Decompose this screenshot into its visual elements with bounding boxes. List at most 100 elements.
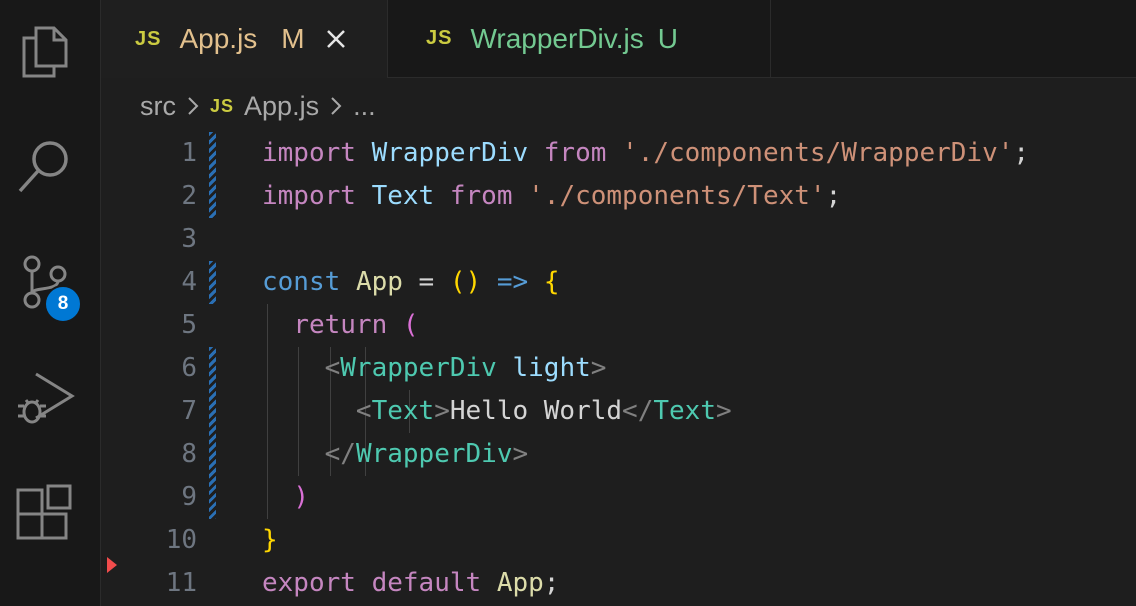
code-token: </ [324,439,356,469]
code-editor[interactable]: 1 import WrapperDiv from './components/Wr… [101,132,1136,606]
code-token: < [355,396,372,426]
code-line[interactable]: 7 <Text>Hello World</Text> [101,390,1136,433]
tab-wrapperdiv-js[interactable]: JS WrapperDiv.js U [388,0,771,77]
code-token [528,267,544,297]
gutter-modified-marker [209,347,216,519]
code-text: return ( [262,304,419,347]
js-file-icon: JS [210,95,235,116]
tab-bar: JS App.js M JS WrapperDiv.js U [101,0,1136,78]
search-icon[interactable] [14,135,76,197]
breadcrumb-more[interactable]: ... [353,90,376,121]
modified-indicator: M [281,23,305,54]
code-text: ) [262,476,309,519]
code-line[interactable]: 8 </WrapperDiv> [101,433,1136,476]
line-number: 11 [165,568,197,598]
breadcrumb-folder[interactable]: src [140,90,176,121]
indent-guide [267,304,268,519]
explorer-icon[interactable] [14,20,76,82]
line-number: 5 [181,310,197,340]
tab-app-js[interactable]: JS App.js M [101,0,388,78]
code-token: ) [293,482,309,512]
chevron-right-icon [188,97,199,115]
code-token: from [543,138,607,168]
code-token: export [262,568,356,598]
code-text: import Text from './components/Text'; [262,175,841,218]
code-token: { [543,267,560,297]
code-token: > [512,439,529,469]
close-icon[interactable] [325,28,347,50]
code-token [387,310,403,340]
line-number: 9 [181,482,197,512]
extensions-icon[interactable] [14,482,76,544]
code-text: <Text>Hello World</Text> [262,390,732,433]
code-token: Hello World [449,396,623,426]
code-line[interactable]: 9 ) [101,476,1136,519]
code-token: './components/WrapperDiv' [622,138,1014,168]
code-text: </WrapperDiv> [262,433,529,476]
tab-label: WrapperDiv.js [470,22,644,54]
code-token [262,353,325,383]
line-number: 1 [181,138,197,168]
code-token: > [434,396,450,426]
breadcrumb: src JS App.js ... [140,85,376,127]
code-token: () [449,267,482,297]
code-token [262,310,293,340]
code-token: './components/Text' [528,181,826,211]
indent-guide [298,347,299,476]
tab-label: App.js [179,23,258,54]
code-line[interactable]: 10} [101,519,1136,562]
code-text: <WrapperDiv light> [262,347,607,390]
code-token: </ [622,396,654,426]
code-token: } [262,525,278,555]
breadcrumb-file[interactable]: App.js [244,90,320,121]
code-token: light [512,353,591,383]
code-token: WrapperDiv [371,138,529,168]
line-number: 3 [181,224,197,254]
code-token [497,353,513,383]
code-token: > [590,353,607,383]
line-number: 6 [181,353,197,383]
code-token: WrapperDiv [355,439,513,469]
js-file-icon: JS [426,27,453,49]
code-token: App [355,267,403,297]
source-control-icon[interactable] [14,250,76,312]
code-token: => [496,267,529,297]
code-line[interactable]: 6 <WrapperDiv light> [101,347,1136,390]
chevron-right-icon [331,97,342,115]
code-token: import [262,181,356,211]
code-token: Text [371,181,435,211]
source-control-badge: 8 [44,285,82,323]
code-token: Text [653,396,716,426]
gutter-modified-marker [209,132,216,218]
code-token: return [293,310,388,340]
code-line[interactable]: 4 const App = () => { [101,261,1136,304]
code-token: WrapperDiv [340,353,497,383]
code-text: } [262,519,278,562]
code-token [262,439,325,469]
code-token [356,568,372,598]
code-token: ; [1013,138,1030,168]
code-token [262,482,293,512]
code-token: < [324,353,341,383]
code-token [606,138,622,168]
code-token: Text [371,396,435,426]
code-line[interactable]: 3 [101,218,1136,261]
code-token [481,267,497,297]
code-line[interactable]: 5 return ( [101,304,1136,347]
line-number: 8 [181,439,197,469]
js-file-icon: JS [135,27,162,50]
code-token [262,396,356,426]
line-number: 10 [165,525,197,555]
code-token: default [371,568,482,598]
indent-guide [409,390,410,433]
code-token: ( [402,310,419,340]
code-token [528,138,544,168]
code-token: from [449,181,513,211]
line-number: 4 [181,267,197,297]
code-text: const App = () => { [262,261,559,304]
run-debug-icon[interactable] [14,368,76,430]
code-token: > [715,396,732,426]
